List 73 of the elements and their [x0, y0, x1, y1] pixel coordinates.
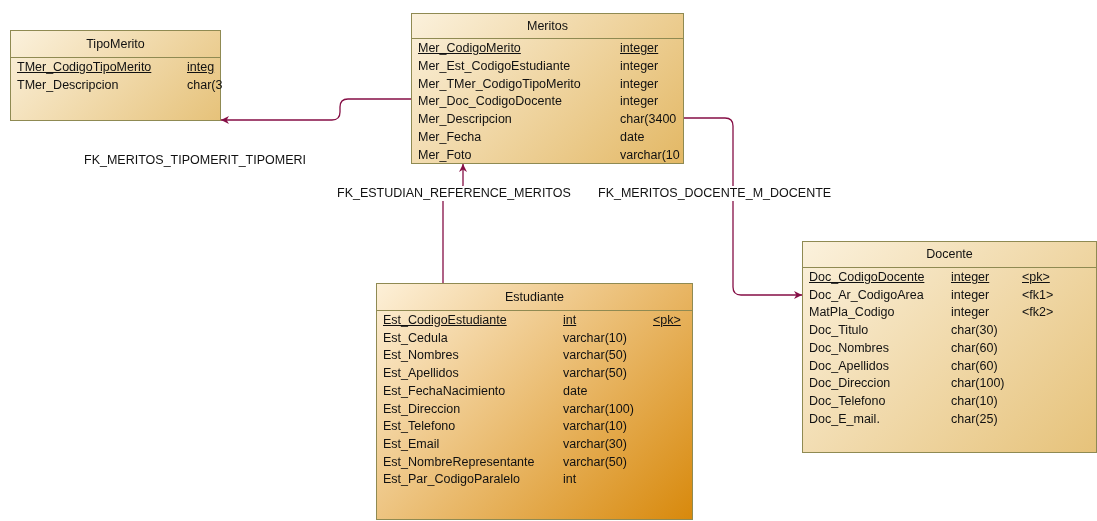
- column-name: Mer_Descripcion: [418, 112, 512, 128]
- table-title: Meritos: [527, 19, 568, 33]
- column-type: integer: [951, 287, 990, 303]
- column-type: varchar(100): [563, 401, 634, 417]
- key-tag: <pk>: [653, 313, 681, 328]
- column-type: int: [563, 313, 577, 328]
- column-name: TMer_CodigoTipoMerito: [17, 60, 152, 75]
- column-type: varchar(50): [563, 348, 627, 364]
- edge-label: FK_ESTUDIAN_REFERENCE_MERITOS: [337, 186, 571, 201]
- column-type: char(30): [951, 323, 998, 339]
- column-type: char(60): [951, 358, 998, 374]
- column-type: varchar(10): [563, 330, 627, 346]
- column-type: varchar(50): [563, 366, 627, 382]
- edge-label: FK_MERITOS_DOCENTE_M_DOCENTE: [598, 186, 832, 201]
- entity-table: [411, 13, 684, 164]
- entity-table: [802, 241, 1097, 453]
- column-type: int: [563, 472, 577, 488]
- column-name: Est_NombreRepresentante: [383, 454, 535, 470]
- key-tag: <pk>: [1022, 270, 1050, 285]
- column-type: integer: [620, 76, 659, 92]
- relationship-arrow: [683, 117, 803, 299]
- column-type: integer: [620, 41, 659, 56]
- column-name: TMer_Descripcion: [17, 78, 119, 93]
- column-name: Est_Par_CodigoParalelo: [383, 472, 520, 488]
- column-type: char(60): [951, 340, 998, 356]
- column-type: char(3400: [620, 112, 677, 128]
- column-type: date: [620, 130, 645, 145]
- column-name: Mer_Est_CodigoEstudiante: [418, 58, 571, 74]
- column-type: integ: [187, 60, 215, 75]
- table-title: Docente: [926, 247, 973, 261]
- column-name: Est_Telefono: [383, 419, 456, 435]
- column-type: varchar(10: [620, 147, 680, 163]
- column-name: Mer_Fecha: [418, 130, 482, 145]
- column-name: Doc_Apellidos: [809, 358, 889, 374]
- column-type: varchar(30): [563, 436, 627, 452]
- column-type: integer: [951, 270, 990, 285]
- column-name: Doc_E_mail.: [809, 411, 880, 427]
- table-title: Estudiante: [504, 290, 565, 304]
- column-type: varchar(10): [563, 419, 627, 435]
- column-type: varchar(50): [563, 454, 627, 470]
- entity-table: [10, 30, 221, 121]
- key-tag: <fk1>: [1022, 287, 1054, 303]
- column-type: date: [563, 383, 588, 399]
- column-name: Doc_Nombres: [809, 340, 889, 356]
- column-name: Est_Email: [383, 436, 440, 452]
- column-name: Mer_Foto: [418, 147, 472, 163]
- column-name: Est_FechaNacimiento: [383, 383, 506, 399]
- column-name: Est_CodigoEstudiante: [383, 313, 507, 328]
- column-type: char(3: [187, 78, 223, 93]
- column-name: MatPla_Codigo: [809, 305, 895, 321]
- column-type: char(25): [951, 411, 998, 427]
- column-type: integer: [620, 58, 659, 74]
- column-type: char(100): [951, 376, 1005, 392]
- column-name: Est_Cedula: [383, 330, 448, 346]
- column-name: Doc_CodigoDocente: [809, 270, 925, 285]
- column-type: integer: [620, 94, 659, 110]
- column-name: Doc_Ar_CodigoArea: [809, 287, 924, 303]
- column-name: Est_Nombres: [383, 348, 459, 364]
- column-name: Doc_Telefono: [809, 393, 886, 409]
- entity-table: [376, 283, 693, 520]
- edge-label: FK_MERITOS_TIPOMERIT_TIPOMERI: [84, 153, 307, 168]
- column-name: Doc_Direccion: [809, 376, 891, 392]
- column-type: integer: [951, 305, 990, 321]
- table-title: TipoMerito: [86, 37, 145, 51]
- column-type: char(10): [951, 393, 998, 409]
- relationship-arrow: [220, 98, 412, 124]
- column-name: Est_Apellidos: [383, 366, 459, 382]
- column-name: Doc_Titulo: [809, 323, 869, 339]
- column-name: Est_Direccion: [383, 401, 461, 417]
- column-name: Mer_Doc_CodigoDocente: [418, 94, 562, 110]
- key-tag: <fk2>: [1022, 305, 1054, 321]
- column-name: Mer_CodigoMerito: [418, 41, 521, 56]
- column-name: Mer_TMer_CodigoTipoMerito: [418, 76, 581, 92]
